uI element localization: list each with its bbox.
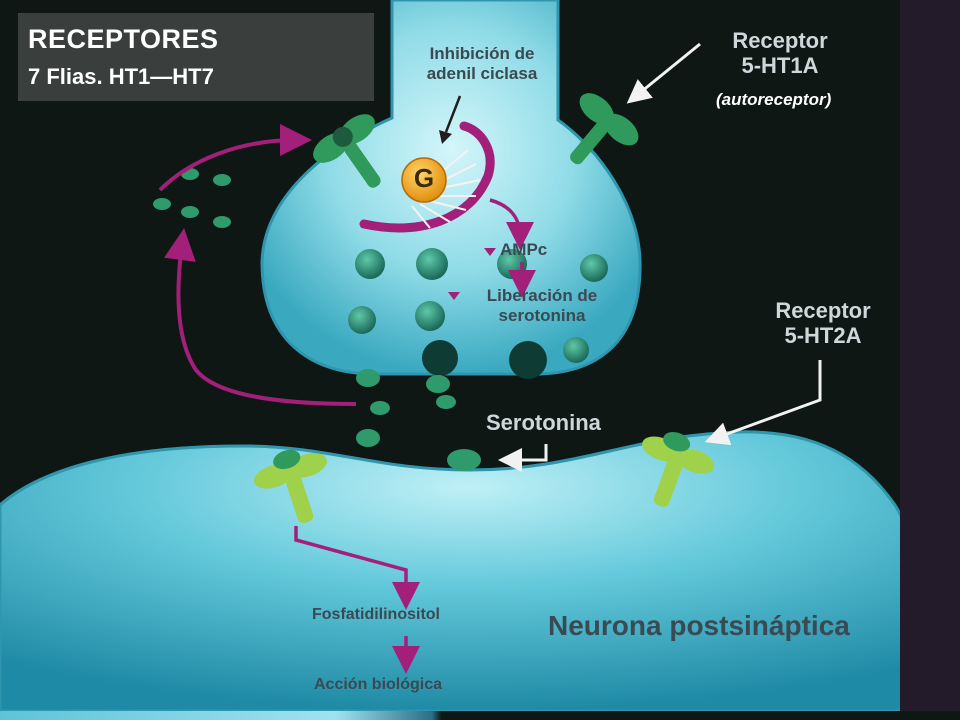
serotonina-label: Serotonina: [486, 410, 601, 435]
g-protein-label: G: [413, 163, 435, 193]
liberacion-label: Liberación de serotonina: [462, 286, 622, 325]
slide-title: RECEPTORES: [28, 24, 219, 54]
arrow-serotonina: [498, 444, 548, 472]
receptor-1a-line-1: Receptor: [732, 28, 828, 53]
fosfatidil-arrow: [294, 526, 420, 610]
autoreceptor-label: (autoreceptor): [716, 90, 832, 109]
liberacion-line-1: Liberación de: [486, 286, 598, 305]
arrow-to-receptor-2a: [704, 360, 822, 446]
inhibicion-arrowhead: [439, 130, 452, 144]
liberacion-down-triangle: [448, 292, 460, 300]
g-protein-icon: [401, 157, 447, 203]
postsynaptic-neuron: [0, 430, 938, 713]
receptor-1a-label: Receptor 5-HT1A: [700, 28, 860, 79]
presynaptic-receptor-left: [313, 114, 381, 188]
inhibicion-label: Inhibición de adenil ciclasa: [402, 44, 562, 83]
fosfatidilinositol-label: Fosfatidilinositol: [312, 606, 440, 623]
arrow-to-receptor-1a: [626, 42, 701, 104]
postsynaptic-receptor-right: [642, 432, 715, 507]
inhibicion-line-2: adenil ciclasa: [426, 63, 538, 83]
ampc-arrow: [489, 198, 534, 250]
liberacion-line-2: serotonina: [498, 305, 586, 325]
accion-biologica-label: Acción biológica: [314, 676, 443, 693]
receptor-2a-label: Receptor 5-HT2A: [748, 298, 898, 349]
postsynaptic-receptor-left: [253, 449, 327, 524]
right-edge-shade: [900, 0, 960, 711]
inhibicion-line-1: Inhibición de: [429, 44, 535, 63]
serotonin-molecules: [153, 168, 481, 471]
reuptake-arrow: [164, 228, 357, 406]
receptor-1a-line-2: 5-HT1A: [741, 53, 819, 79]
adenylyl-cyclase-arc: [359, 121, 495, 233]
recycle-arrow: [158, 124, 312, 192]
title-box: [18, 13, 374, 101]
ampc-label: AMPc: [500, 240, 548, 259]
bottom-accent-bar: [0, 711, 960, 720]
receptor-2a-line-2: 5-HT2A: [784, 323, 862, 349]
presynaptic-receptor-right: [570, 93, 639, 165]
receptor-2a-line-1: Receptor: [775, 298, 871, 323]
arrow-inhibicion: [444, 95, 462, 133]
slide-subtitle: 7 Flias. HT1—HT7: [28, 64, 214, 89]
neurona-label: Neurona postsináptica: [548, 610, 850, 641]
ampc-down-triangle: [484, 248, 496, 256]
